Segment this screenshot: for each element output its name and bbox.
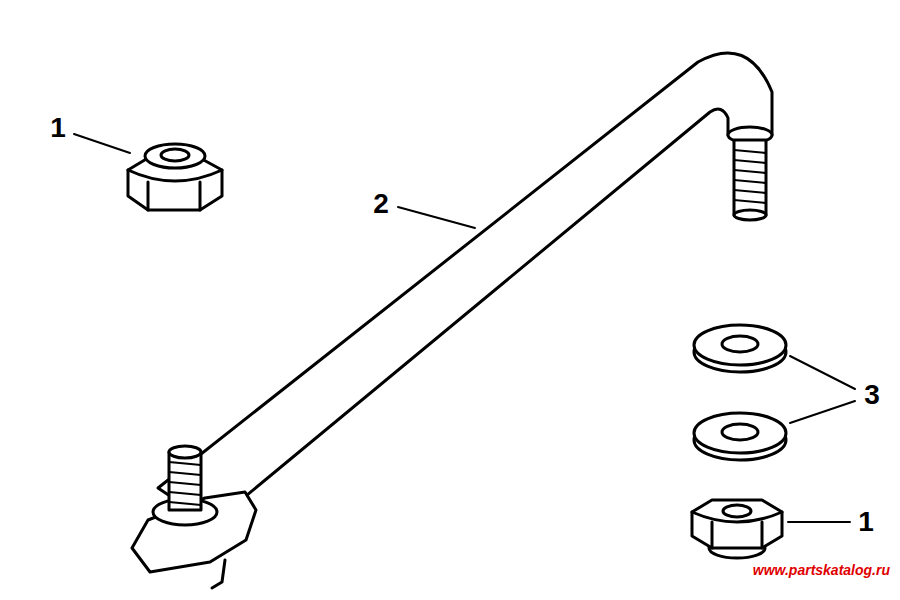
leader-line (74, 134, 855, 522)
watermark: www.partskatalog.ru (753, 563, 890, 577)
washer (694, 413, 786, 460)
callout-number: 3 (864, 381, 880, 409)
washer (694, 325, 786, 372)
link-rod (132, 53, 772, 588)
hex-nut (128, 144, 222, 210)
hex-nut (692, 500, 782, 558)
callout-number: 2 (373, 190, 389, 218)
callout-number: 1 (50, 114, 66, 142)
callout-number: 1 (858, 508, 874, 536)
